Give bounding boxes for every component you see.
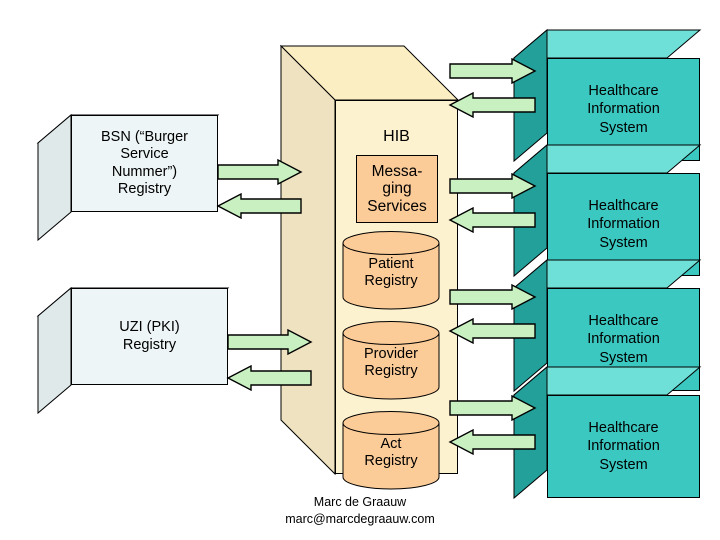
hib-box: HIB Messa- ging Services Patient Registr…	[258, 34, 460, 490]
hib-to-his-4-arrow	[449, 394, 537, 422]
his-1-to-hib-arrow	[448, 91, 536, 119]
uzi-registry-front-face: UZI (PKI) Registry	[71, 288, 228, 385]
hib-title: HIB	[383, 128, 410, 145]
messaging-services-line3: Services	[367, 197, 427, 215]
footer-credit: Marc de Graauw marc@marcdegraauw.com	[260, 494, 460, 528]
footer-email: marc@marcdegraauw.com	[285, 511, 435, 526]
his-2-to-hib-arrow	[448, 206, 536, 234]
uzi-registry-box: UZI (PKI) Registry	[36, 286, 230, 415]
footer-author: Marc de Graauw	[313, 495, 407, 509]
hib-to-his-3-arrow	[449, 283, 537, 311]
uzi-registry-label: UZI (PKI) Registry	[119, 319, 180, 353]
his-box-2-label: Healthcare Information System	[587, 198, 660, 251]
act-registry-label: Act Registry	[364, 436, 418, 469]
his-box-1: Healthcare Information System	[512, 28, 702, 166]
his-box-1-label: Healthcare Information System	[587, 83, 660, 136]
bsn-registry-front-face: BSN (“Burger Service Nummer”) Registry	[71, 115, 218, 212]
his-box-3-label: Healthcare Information System	[587, 313, 660, 366]
messaging-services-box: Messa- ging Services	[356, 155, 438, 223]
bsn-to-hib-arrow	[217, 158, 303, 186]
bsn-registry-label: BSN (“Burger Service Nummer”) Registry	[100, 129, 189, 197]
his-box-2: Healthcare Information System	[512, 143, 702, 281]
messaging-services-line2: ging	[382, 180, 412, 198]
his-box-4-front-face: Healthcare Information System	[547, 395, 700, 498]
patient-registry-label: Patient Registry	[364, 256, 418, 289]
patient-registry-cylinder: Patient Registry	[342, 231, 440, 310]
hib-to-his-1-arrow	[449, 57, 537, 85]
uzi-to-hib-arrow	[227, 328, 313, 356]
hib-to-his-2-arrow	[449, 172, 537, 200]
his-3-to-hib-arrow	[448, 317, 536, 345]
his-box-1-front-face: Healthcare Information System	[547, 58, 700, 161]
provider-registry-label: Provider Registry	[364, 346, 418, 379]
his-box-4-label: Healthcare Information System	[587, 420, 660, 473]
hib-to-bsn-arrow	[216, 192, 302, 220]
his-4-to-hib-arrow	[448, 428, 536, 456]
messaging-services-line1: Messa-	[371, 162, 423, 180]
his-box-2-front-face: Healthcare Information System	[547, 173, 700, 276]
his-box-4: Healthcare Information System	[512, 365, 702, 503]
bsn-registry-box: BSN (“Burger Service Nummer”) Registry	[36, 113, 220, 242]
act-registry-cylinder: Act Registry	[342, 411, 440, 490]
provider-registry-cylinder: Provider Registry	[342, 321, 440, 400]
hib-to-uzi-arrow	[226, 364, 312, 392]
